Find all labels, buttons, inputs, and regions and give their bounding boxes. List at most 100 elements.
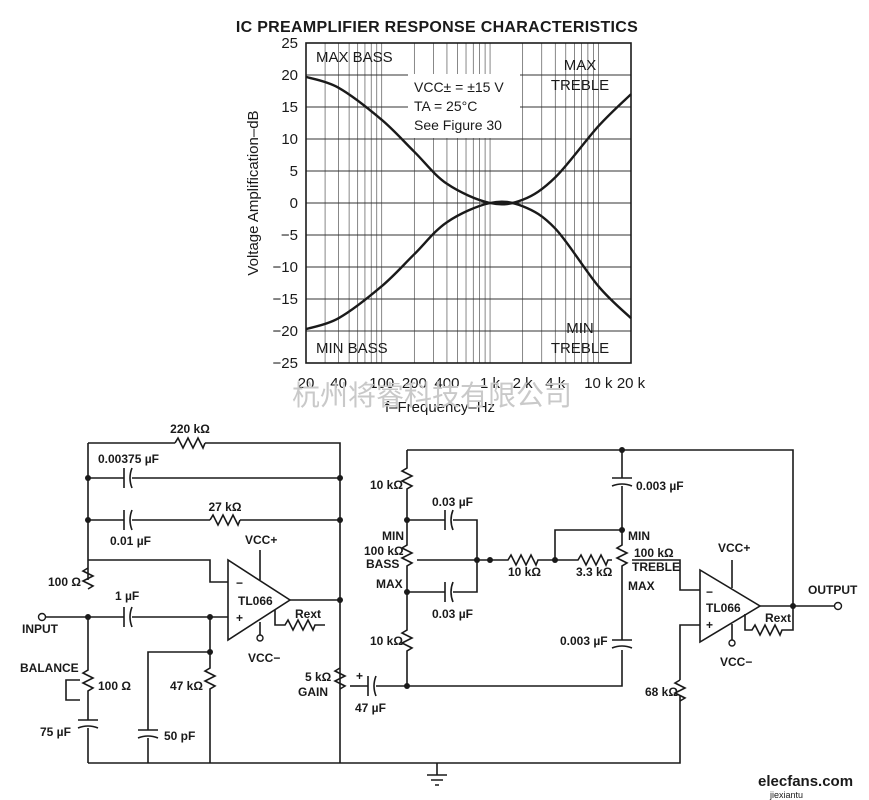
x-axis-label: f–Frequency–Hz xyxy=(385,399,495,416)
resistor-47k xyxy=(203,617,217,763)
label-50p: 50 pF xyxy=(164,729,195,743)
capacitor-50p xyxy=(137,651,210,763)
condition-ta: TA = 25°C xyxy=(414,98,477,114)
resistor-10k-mid xyxy=(490,553,555,567)
capacitor-00375 xyxy=(123,467,133,489)
label-max-treble: MAX xyxy=(628,579,655,593)
resistor-100 xyxy=(81,567,95,590)
curve-max-response xyxy=(305,75,632,206)
resistor-27k xyxy=(209,513,241,527)
wire-ground xyxy=(88,695,681,764)
label-1u: 1 µF xyxy=(115,589,139,603)
resistor-68k xyxy=(673,679,687,702)
label-vcc-minus-2: VCC− xyxy=(720,655,752,669)
node xyxy=(85,475,91,481)
node xyxy=(337,597,343,603)
x-tick-label: 200 xyxy=(402,375,427,392)
x-tick-label: 1 k xyxy=(480,375,501,392)
capacitor-1u xyxy=(123,606,133,628)
label-0003-top: 0.003 µF xyxy=(636,479,684,493)
balance-wiper xyxy=(65,679,80,701)
label-gain-1: 5 kΩ xyxy=(305,670,332,684)
annotation-min-bass: MIN BASS xyxy=(316,340,388,357)
curve-min-response xyxy=(305,200,632,331)
logo-text: elecfans.com xyxy=(758,773,853,790)
terminal xyxy=(256,634,264,642)
opamp-1-plus: + xyxy=(236,611,243,625)
x-tick-label: 20 xyxy=(298,375,315,392)
conditions-box xyxy=(408,74,520,138)
label-10k-top: 10 kΩ xyxy=(370,478,403,492)
opamp-2-minus: − xyxy=(706,585,713,599)
ground-symbol xyxy=(427,763,447,786)
capacitor-001 xyxy=(123,509,133,531)
y-tick-label: 20 xyxy=(281,67,298,84)
label-treble-2: TREBLE xyxy=(632,560,680,574)
label-003-bot: 0.03 µF xyxy=(432,607,473,621)
label-min-treble: MIN xyxy=(628,529,650,543)
input-terminal xyxy=(37,612,47,622)
capacitor-0003-top xyxy=(611,450,633,530)
potentiometer-treble xyxy=(615,530,629,640)
node xyxy=(790,603,796,609)
y-tick-label: 25 xyxy=(281,35,298,52)
output-terminal xyxy=(833,601,843,611)
label-27k: 27 kΩ xyxy=(209,500,242,514)
label-220k: 220 kΩ xyxy=(170,422,210,436)
y-axis-label: Voltage Amplification–dB xyxy=(245,110,262,275)
logo-sub: jiexiantu xyxy=(769,790,803,800)
x-tick-label: 40 xyxy=(330,375,347,392)
chart-title: IC PREAMPLIFIER RESPONSE CHARACTERISTICS xyxy=(236,19,638,36)
condition-vcc: VCC± = ±15 V xyxy=(414,79,504,95)
label-max-bass: MAX xyxy=(376,577,403,591)
condition-figure: See Figure 30 xyxy=(414,117,502,133)
opamp-2 xyxy=(699,568,762,644)
label-output: OUTPUT xyxy=(808,583,858,597)
opamp-1 xyxy=(227,558,292,642)
label-33k: 3.3 kΩ xyxy=(576,565,613,579)
label-10k-bot: 10 kΩ xyxy=(370,634,403,648)
y-tick-label: −5 xyxy=(281,227,298,244)
wire-c003-bot xyxy=(407,560,478,593)
label-min-bass: MIN xyxy=(382,529,404,543)
terminal xyxy=(728,639,736,647)
label-001: 0.01 µF xyxy=(110,534,151,548)
capacitor-003-bot xyxy=(444,581,454,603)
label-47u: 47 µF xyxy=(355,701,386,715)
label-gain-2: GAIN xyxy=(298,685,328,699)
watermark-text: 杭州将睿科技有限公司 xyxy=(292,379,572,412)
capacitor-0003-bot xyxy=(611,639,633,649)
x-tick-label: 100 xyxy=(369,375,394,392)
x-tick-label: 10 k xyxy=(584,375,613,392)
label-10k-mid: 10 kΩ xyxy=(508,565,541,579)
x-tick-label: 400 xyxy=(434,375,459,392)
y-tick-label: −25 xyxy=(273,355,298,372)
capacitor-47u xyxy=(360,675,407,697)
label-68k: 68 kΩ xyxy=(645,685,678,699)
x-tick-label: 2 k xyxy=(513,375,534,392)
opamp-1-label: TL066 xyxy=(238,594,273,608)
site-logo: elecfans.com jiexiantu xyxy=(758,773,853,800)
label-vcc-plus-1: VCC+ xyxy=(245,533,277,547)
wire-feedback-top xyxy=(88,442,341,763)
label-vcc-plus-2: VCC+ xyxy=(718,541,750,555)
node xyxy=(85,517,91,523)
label-rext-2: Rext xyxy=(765,611,791,625)
label-00375: 0.00375 µF xyxy=(98,452,159,466)
label-100: 100 Ω xyxy=(48,575,81,589)
label-0003-bot: 0.003 µF xyxy=(560,634,608,648)
annotation-min-treble-2: TREBLE xyxy=(551,340,609,357)
node xyxy=(619,447,625,453)
resistor-rext-2 xyxy=(744,605,794,637)
opamp-2-plus: + xyxy=(706,618,713,632)
capacitor-003-top xyxy=(444,509,454,531)
wire-noninv-input-2 xyxy=(679,624,700,680)
annotation-max-treble-2: TREBLE xyxy=(551,77,609,94)
node xyxy=(337,475,343,481)
resistor-rext-1 xyxy=(274,610,325,632)
resistor-33k xyxy=(555,553,612,567)
y-tick-label: 15 xyxy=(281,99,298,116)
label-vcc-minus-1: VCC− xyxy=(248,651,280,665)
